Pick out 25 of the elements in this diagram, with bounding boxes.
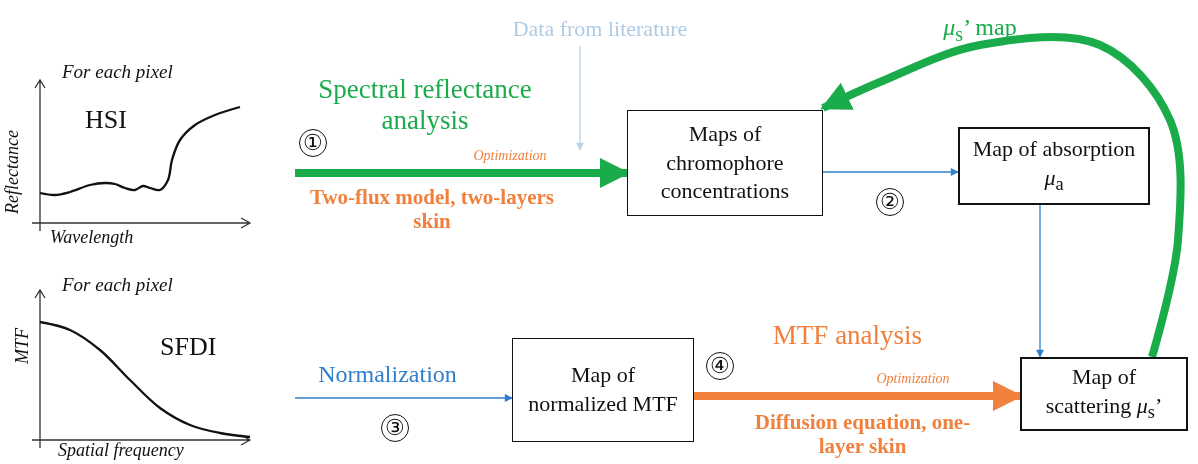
process-title: Normalization (317, 361, 458, 389)
arrow (576, 45, 584, 151)
process-box: Map of scattering μ$_{s}$’ (1020, 357, 1188, 431)
axis-title: MTF (12, 328, 33, 364)
arrow (820, 33, 1185, 359)
arrow (294, 394, 513, 402)
arrow (1036, 204, 1044, 358)
process-title: MTF analysis (771, 320, 924, 352)
feedback-label: μ$_{s}$’ map (942, 14, 1018, 46)
chart-title: For each pixel (62, 61, 173, 83)
axis-title: Reflectance (2, 130, 23, 214)
axis-title: Spatial frequency (58, 440, 184, 461)
chart-label: HSI (85, 105, 127, 135)
source-text: Data from literature (500, 16, 700, 46)
model-description: Two-flux model, two-layers skin (309, 185, 555, 234)
process-box: Map of normalized MTF (512, 338, 694, 442)
axis-title: Wavelength (50, 227, 134, 248)
process-box: Maps of chromophore concentrations (627, 110, 823, 216)
arrow (822, 168, 959, 176)
model-description: Diffusion equation, one-layer skin (753, 410, 972, 459)
method-note: Optimization (875, 371, 951, 388)
process-box: Map of absorption μ$_{a}$ (958, 127, 1150, 205)
method-note: Optimization (472, 148, 548, 165)
chart-title: For each pixel (62, 274, 173, 296)
chart-label: SFDI (160, 332, 217, 362)
